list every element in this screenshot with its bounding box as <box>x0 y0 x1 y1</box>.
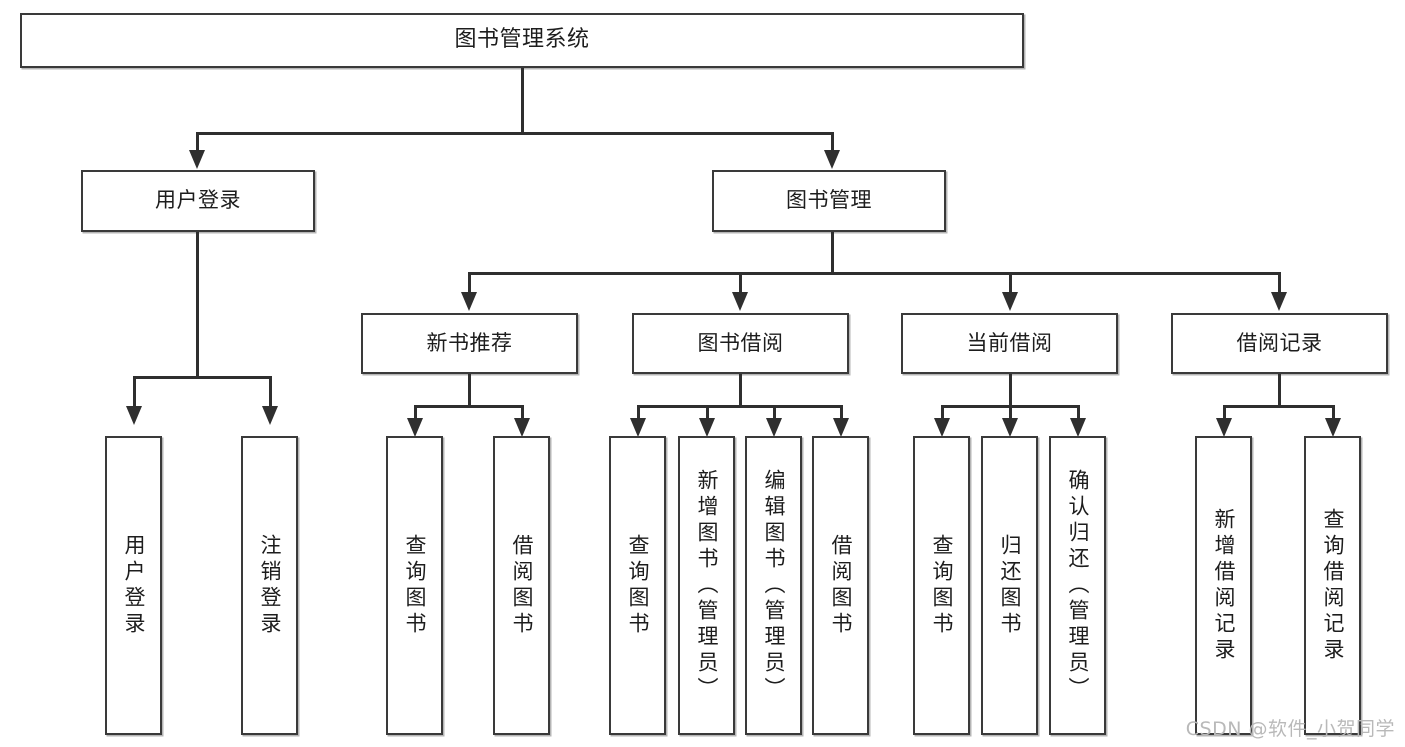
connector-bb-drop-2 <box>706 405 709 425</box>
leaf-book-borrow-borrow-book[interactable]: 借阅图书 <box>812 436 869 735</box>
node-current-borrow[interactable]: 当前借阅 <box>901 313 1118 374</box>
leaf-book-borrow-edit-book[interactable]: 编辑图书（管理员） <box>745 436 802 735</box>
connector-cb-drop-2 <box>1009 405 1012 425</box>
node-label: 查询借阅记录 <box>1321 507 1345 664</box>
leaf-borrow-record-add-record[interactable]: 新增借阅记录 <box>1195 436 1252 735</box>
connector-borrow-record-bus <box>1223 405 1335 408</box>
connector-borrow-record-stem <box>1278 374 1281 407</box>
connector-cb-drop-3 <box>1077 405 1080 425</box>
connector-book-mgmt-stem <box>831 232 834 274</box>
arrowhead-bb-edit-book <box>766 418 782 437</box>
node-label: 编辑图书（管理员） <box>762 468 786 703</box>
connector-br-drop-2 <box>1332 405 1335 425</box>
connector-nb-drop-2 <box>521 405 524 425</box>
leaf-new-book-query-book[interactable]: 查询图书 <box>386 436 443 735</box>
arrowhead-leaf-user-login <box>126 406 142 425</box>
connector-root-to-book-mgmt <box>831 132 834 154</box>
connector-book-borrow-stem <box>739 374 742 407</box>
node-book-borrow[interactable]: 图书借阅 <box>632 313 849 374</box>
connector-cb-drop-1 <box>941 405 944 425</box>
arrowhead-br-add-record <box>1216 418 1232 437</box>
connector-book-mgmt-bus <box>468 272 1278 275</box>
connector-root-bus <box>196 132 834 135</box>
connector-bb-drop-3 <box>773 405 776 425</box>
node-label: 用户登录 <box>155 188 241 213</box>
connector-bm-drop-1 <box>468 272 471 294</box>
connector-bm-drop-4 <box>1278 272 1281 294</box>
connector-bm-drop-3 <box>1009 272 1012 294</box>
node-label: 查询图书 <box>930 533 954 638</box>
arrowhead-nb-borrow-book <box>514 418 530 437</box>
node-label: 图书管理 <box>786 188 872 213</box>
node-label: 新增借阅记录 <box>1212 507 1236 664</box>
node-label: 注销登录 <box>258 533 282 638</box>
connector-book-borrow-bus <box>637 405 842 408</box>
node-borrow-record[interactable]: 借阅记录 <box>1171 313 1388 374</box>
arrowhead-borrow-record <box>1271 292 1287 311</box>
node-label: 用户登录 <box>122 533 146 638</box>
connector-root-to-user-login <box>196 132 199 154</box>
leaf-book-borrow-query-book[interactable]: 查询图书 <box>609 436 666 735</box>
node-root-system[interactable]: 图书管理系统 <box>20 13 1024 68</box>
connector-bm-drop-2 <box>739 272 742 294</box>
node-label: 查询图书 <box>626 533 650 638</box>
connector-user-login-stem <box>196 232 199 378</box>
connector-bb-drop-1 <box>637 405 640 425</box>
node-label: 借阅图书 <box>829 533 853 638</box>
arrowhead-bb-borrow-book <box>833 418 849 437</box>
connector-root-stem <box>521 68 524 134</box>
leaf-current-borrow-query-book[interactable]: 查询图书 <box>913 436 970 735</box>
node-label: 确认归还（管理员） <box>1066 468 1090 703</box>
arrowhead-book-mgmt <box>824 150 840 169</box>
arrowhead-nb-query-book <box>407 418 423 437</box>
connector-br-drop-1 <box>1223 405 1226 425</box>
leaf-current-borrow-confirm-return[interactable]: 确认归还（管理员） <box>1049 436 1106 735</box>
node-user-login[interactable]: 用户登录 <box>81 170 315 232</box>
arrowhead-current-borrow <box>1002 292 1018 311</box>
leaf-book-borrow-add-book[interactable]: 新增图书（管理员） <box>678 436 735 735</box>
arrowhead-book-borrow <box>732 292 748 311</box>
leaf-logout[interactable]: 注销登录 <box>241 436 298 735</box>
leaf-user-login[interactable]: 用户登录 <box>105 436 162 735</box>
arrowhead-new-book <box>461 292 477 311</box>
leaf-borrow-record-query-record[interactable]: 查询借阅记录 <box>1304 436 1361 735</box>
leaf-new-book-borrow-book[interactable]: 借阅图书 <box>493 436 550 735</box>
node-book-management[interactable]: 图书管理 <box>712 170 946 232</box>
connector-new-book-bus <box>414 405 524 408</box>
connector-new-book-stem <box>468 374 471 407</box>
node-label: 当前借阅 <box>966 330 1053 355</box>
connector-user-login-bus <box>133 376 270 379</box>
leaf-current-borrow-return-book[interactable]: 归还图书 <box>981 436 1038 735</box>
arrowhead-bb-add-book <box>699 418 715 437</box>
arrowhead-br-query-record <box>1325 418 1341 437</box>
node-label: 借阅图书 <box>510 533 534 638</box>
arrowhead-user-login <box>189 150 205 169</box>
node-label: 借阅记录 <box>1236 330 1323 355</box>
connector-user-login-drop-2 <box>269 376 272 410</box>
connector-current-borrow-stem <box>1009 374 1012 407</box>
connector-bb-drop-4 <box>840 405 843 425</box>
connector-nb-drop-1 <box>414 405 417 425</box>
arrowhead-bb-query-book <box>630 418 646 437</box>
node-label: 新书推荐 <box>426 330 513 355</box>
arrowhead-cb-confirm-return <box>1070 418 1086 437</box>
node-label: 查询图书 <box>403 533 427 638</box>
node-label: 图书管理系统 <box>454 27 590 53</box>
node-label: 归还图书 <box>998 533 1022 638</box>
arrowhead-cb-query-book <box>934 418 950 437</box>
node-label: 新增图书（管理员） <box>695 468 719 703</box>
node-label: 图书借阅 <box>697 330 784 355</box>
node-new-book-recommend[interactable]: 新书推荐 <box>361 313 578 374</box>
arrowhead-cb-return-book <box>1002 418 1018 437</box>
connector-user-login-drop-1 <box>133 376 136 410</box>
arrowhead-leaf-logout <box>262 406 278 425</box>
